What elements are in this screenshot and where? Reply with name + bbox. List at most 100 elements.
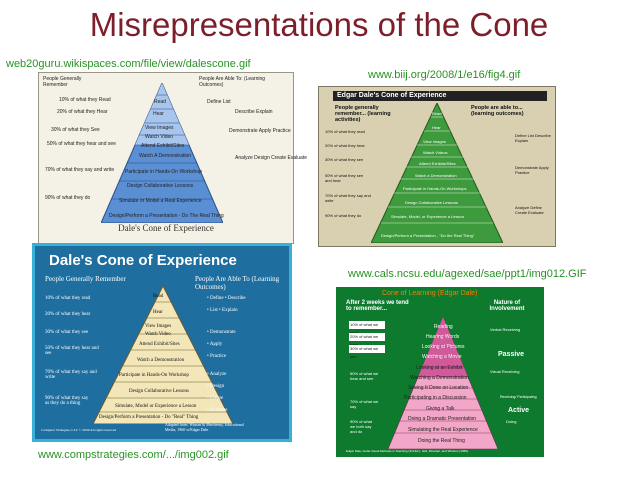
source-link-4[interactable]: www.compstrategies.com/.../img002.gif (38, 449, 229, 461)
remember-read: 10% of what they read (325, 129, 365, 134)
outcome-1: • Define • Describe (207, 296, 246, 301)
cone-figure-1: People Generally Remember People Are Abl… (38, 72, 307, 244)
remember-see-hear: 50% of what they see and hear (325, 173, 364, 183)
tier-attend-exhibits: Attend Exhibits/Sites (419, 161, 456, 166)
tier-watch-demo: Watch A Demonstration (139, 153, 192, 159)
remember-see: 30% of what they see (325, 157, 364, 162)
tier-hear: Hear (153, 111, 164, 117)
cone-triangle (388, 317, 498, 449)
remember-see: 30% of what they see (45, 330, 89, 335)
tier-read: Read (154, 99, 166, 105)
copyright: Computer Strategies, LLC © 2006 All righ… (41, 428, 117, 432)
tier-real-thing: Doing the Real Thing (418, 438, 465, 444)
figure-title: Cone of Learning (Edgar Dale) (382, 290, 478, 297)
remember-do: 90% of what they do (45, 195, 91, 201)
mode-verbal: Verbal Receiving (490, 327, 521, 332)
mode-visual: Visual Receiving (490, 369, 520, 374)
remember-say-write: 70% of what they say and write (45, 370, 97, 380)
outcome-8: • Create (207, 396, 224, 401)
figure-header: Dale's Cone of Experience (49, 252, 237, 269)
tier-talk: Giving a Talk (426, 406, 455, 412)
tier-real-thing: Design/Perform a Presentation - Do "Real… (99, 415, 199, 420)
tier-hear: Hear (153, 310, 163, 315)
right-heading: Nature of Involvement (489, 300, 525, 312)
tier-demo: Watching a Demonstration (410, 375, 469, 381)
tier-movie: Watching a Movie (422, 354, 462, 360)
tier-read: Read (153, 294, 164, 299)
tier-pictures: Looking at Pictures (422, 344, 465, 350)
tier-exhibit: Looking at an Exhibit (416, 365, 463, 371)
tier-view-images: View Images (145, 324, 172, 329)
tier-read: Read (432, 111, 442, 116)
remember-say-write: 70% of what they say and write (325, 193, 371, 203)
remember-see: 30% of what they See (51, 127, 100, 133)
tier-view-images: View Images (145, 125, 174, 131)
tier-attend: Attend Exhibit/Sites (139, 342, 180, 347)
outcome-define: Define List Describe Explain (515, 133, 551, 143)
remember-70: 70% of what we say (350, 399, 379, 409)
tier-workshop: Participate in Hands-On Workshop (125, 169, 202, 175)
remember-say-write: 70% of what they say and write (45, 167, 115, 173)
remember-do: 90% of what they do (325, 213, 362, 218)
remember-10: 10% of what we read (349, 321, 385, 335)
remember-read: 10% of what they Read (59, 97, 111, 103)
outcome-define: Define List (207, 99, 231, 105)
tier-hear: Hear (432, 125, 441, 130)
source-link-3[interactable]: www.cals.ncsu.edu/agexed/sae/ppt1/img012… (348, 268, 587, 280)
remember-20: 20% of what we hear (349, 333, 385, 347)
cone-triangle (371, 103, 503, 243)
tier-attend-exhibit: Attend Exhibit/Sites (141, 143, 185, 149)
tier-collab: Design Collaborative Lessons (129, 389, 189, 394)
tier-watch-demo: Watch a Demonstration (137, 358, 185, 363)
tier-simulate: Simulate, Model, or Experience a Lesson (391, 214, 464, 219)
remember-hear-see: 50% of what they hear and see (47, 141, 116, 147)
left-heading: People Generally Remember (45, 275, 126, 283)
tier-workshop: Participate in Hands-On Workshop (119, 373, 189, 378)
credit: Adapted from: Wiman & Meirhenry, Educati… (165, 422, 244, 432)
tier-watch-videos: Watch Videos (423, 150, 448, 155)
tier-real-thing: Design/Perform a Presentation - "Do the … (381, 233, 475, 238)
tier-simulate: Simulating the Real Experience (408, 427, 478, 433)
mode-passive: Passive (498, 351, 525, 358)
mode-doing: Doing (506, 419, 517, 424)
remember-90: 90% of what we both say and do (350, 419, 373, 434)
outcome-describe: Describe Explain (235, 109, 273, 115)
outcome-5: • Practice (207, 354, 227, 359)
outcome-3: • Demonstrate (207, 330, 236, 335)
tier-collab: Design Collaborative Lessons (405, 200, 458, 205)
remember-hear: 20% of what they Hear (57, 109, 108, 115)
left-heading: People Generally Remember (43, 76, 82, 88)
mode-participating: Receiving/ Participating (500, 395, 537, 399)
remember-30: 30% of what we see (349, 345, 385, 359)
tier-watch-video: Watch Video (145, 332, 171, 337)
mode-active: Active (508, 407, 530, 414)
outcome-4: • Apply (207, 342, 223, 347)
cone-figure-4: Cone of Learning (Edgar Dale) After 2 we… (336, 287, 544, 457)
tier-watch-demo: Watch a Demonstration (415, 173, 457, 178)
tier-simulate: Simulate, Model or Experience a Lesson (115, 404, 197, 409)
outcome-2: • List • Explain (207, 308, 238, 313)
right-heading: People Are Able To (Learning Outcomes) (195, 275, 280, 291)
tier-collab: Design Collaborative Lessons (127, 183, 194, 189)
figure-caption: Dale's Cone of Experience (118, 223, 214, 233)
outcome-analyze: Analyze Define Create Evaluate (515, 205, 544, 215)
left-heading: After 2 weeks we tend to remember... (346, 300, 409, 312)
figure-header: Edgar Dale's Cone of Experience (333, 91, 547, 101)
slide-title: Misrepresentations of the Cone (89, 6, 549, 43)
remember-read: 10% of what they read (45, 296, 91, 301)
cone-triangle (101, 83, 223, 223)
outcome-6: • Analyze (207, 372, 227, 377)
source-link-1[interactable]: web20guru.wikispaces.com/file/view/dales… (6, 58, 251, 70)
tier-watch-video: Watch Video (145, 134, 174, 140)
figure-footer: Edgar Dale, Audio-Visual Methods in Teac… (346, 449, 469, 453)
right-heading: People are able to... (learning outcomes… (471, 105, 524, 117)
tier-location: Seeing It Done on Location (408, 385, 469, 391)
outcome-9: • Evaluate (207, 408, 228, 413)
tier-real-thing: Design/Perform a Presentation - Do The R… (109, 213, 224, 219)
left-heading: People generally remember... (learning a… (335, 105, 391, 123)
tier-simulate: Simulate or Model a Real Experience (119, 198, 202, 204)
outcome-demonstrate: Demonstrate Apply Practice (229, 128, 291, 134)
cone-figure-2: Edgar Dale's Cone of Experience People g… (318, 86, 556, 247)
source-link-2[interactable]: www.biij.org/2008/1/e16/fig4.gif (368, 69, 521, 81)
cone-figure-3: Dale's Cone of Experience People General… (32, 243, 292, 442)
